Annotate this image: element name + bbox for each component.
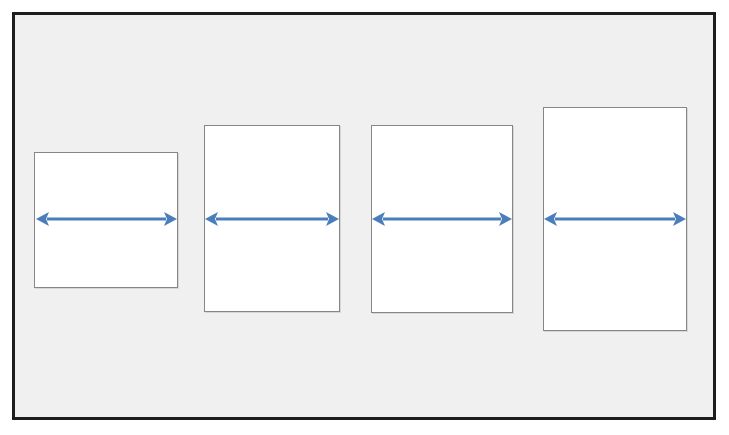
rectangle-2[interactable] bbox=[204, 125, 340, 312]
rectangle-1[interactable] bbox=[34, 152, 178, 288]
rectangle-3[interactable] bbox=[371, 125, 513, 313]
rectangle-4[interactable] bbox=[543, 107, 687, 331]
